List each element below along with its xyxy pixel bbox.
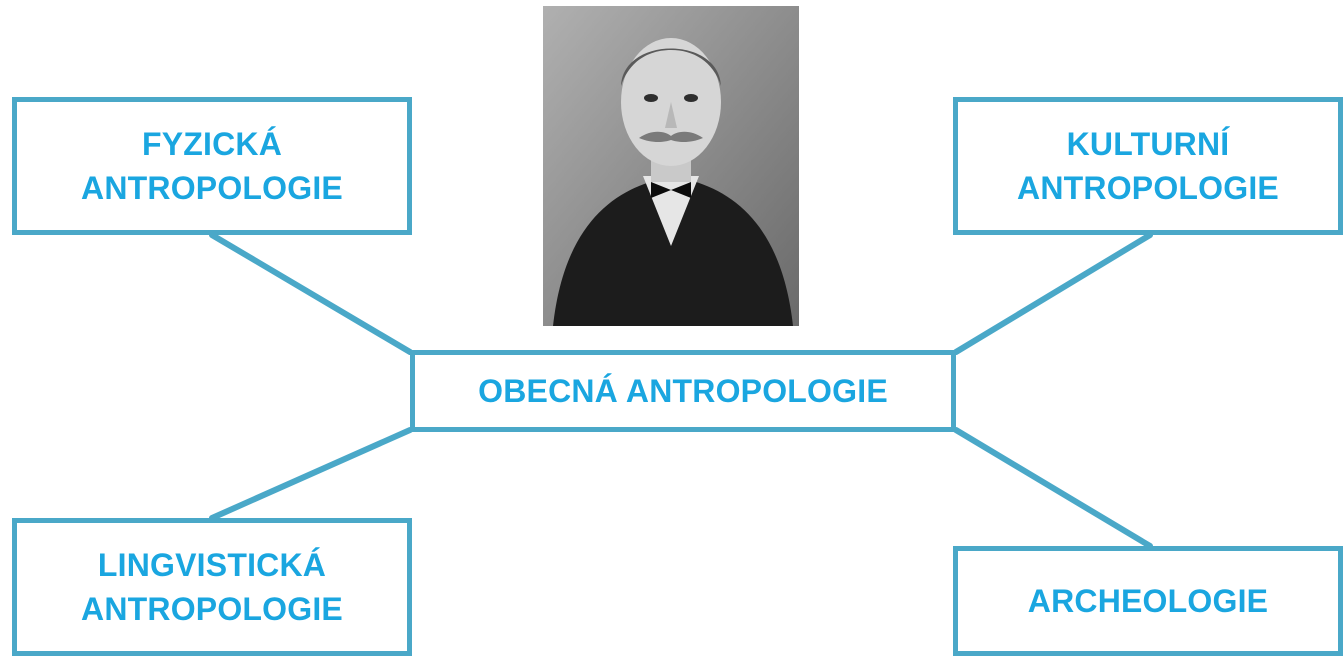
- node-cultural-line2: ANTROPOLOGIE: [1017, 170, 1279, 206]
- node-physical-anthropology: FYZICKÁ ANTROPOLOGIE: [12, 97, 412, 235]
- connector-archaeology: [953, 427, 1153, 549]
- portrait-photo: [543, 6, 799, 326]
- node-archaeology: ARCHEOLOGIE: [953, 546, 1343, 656]
- node-linguistic-line1: LINGVISTICKÁ: [97, 547, 327, 583]
- node-physical-line1: FYZICKÁ: [141, 126, 283, 162]
- node-general-label: OBECNÁ ANTROPOLOGIE: [478, 373, 888, 409]
- node-linguistic-anthropology: LINGVISTICKÁ ANTROPOLOGIE: [12, 518, 412, 656]
- node-physical-line2: ANTROPOLOGIE: [81, 170, 343, 206]
- node-general-anthropology: OBECNÁ ANTROPOLOGIE: [410, 350, 956, 432]
- node-cultural-anthropology: KULTURNÍ ANTROPOLOGIE: [953, 97, 1343, 235]
- node-linguistic-line2: ANTROPOLOGIE: [81, 591, 343, 627]
- connector-physical: [209, 232, 413, 355]
- node-cultural-line1: KULTURNÍ: [1066, 126, 1230, 162]
- node-archaeology-label: ARCHEOLOGIE: [1027, 583, 1269, 619]
- connector-linguistic: [209, 427, 413, 521]
- connector-cultural: [953, 232, 1153, 355]
